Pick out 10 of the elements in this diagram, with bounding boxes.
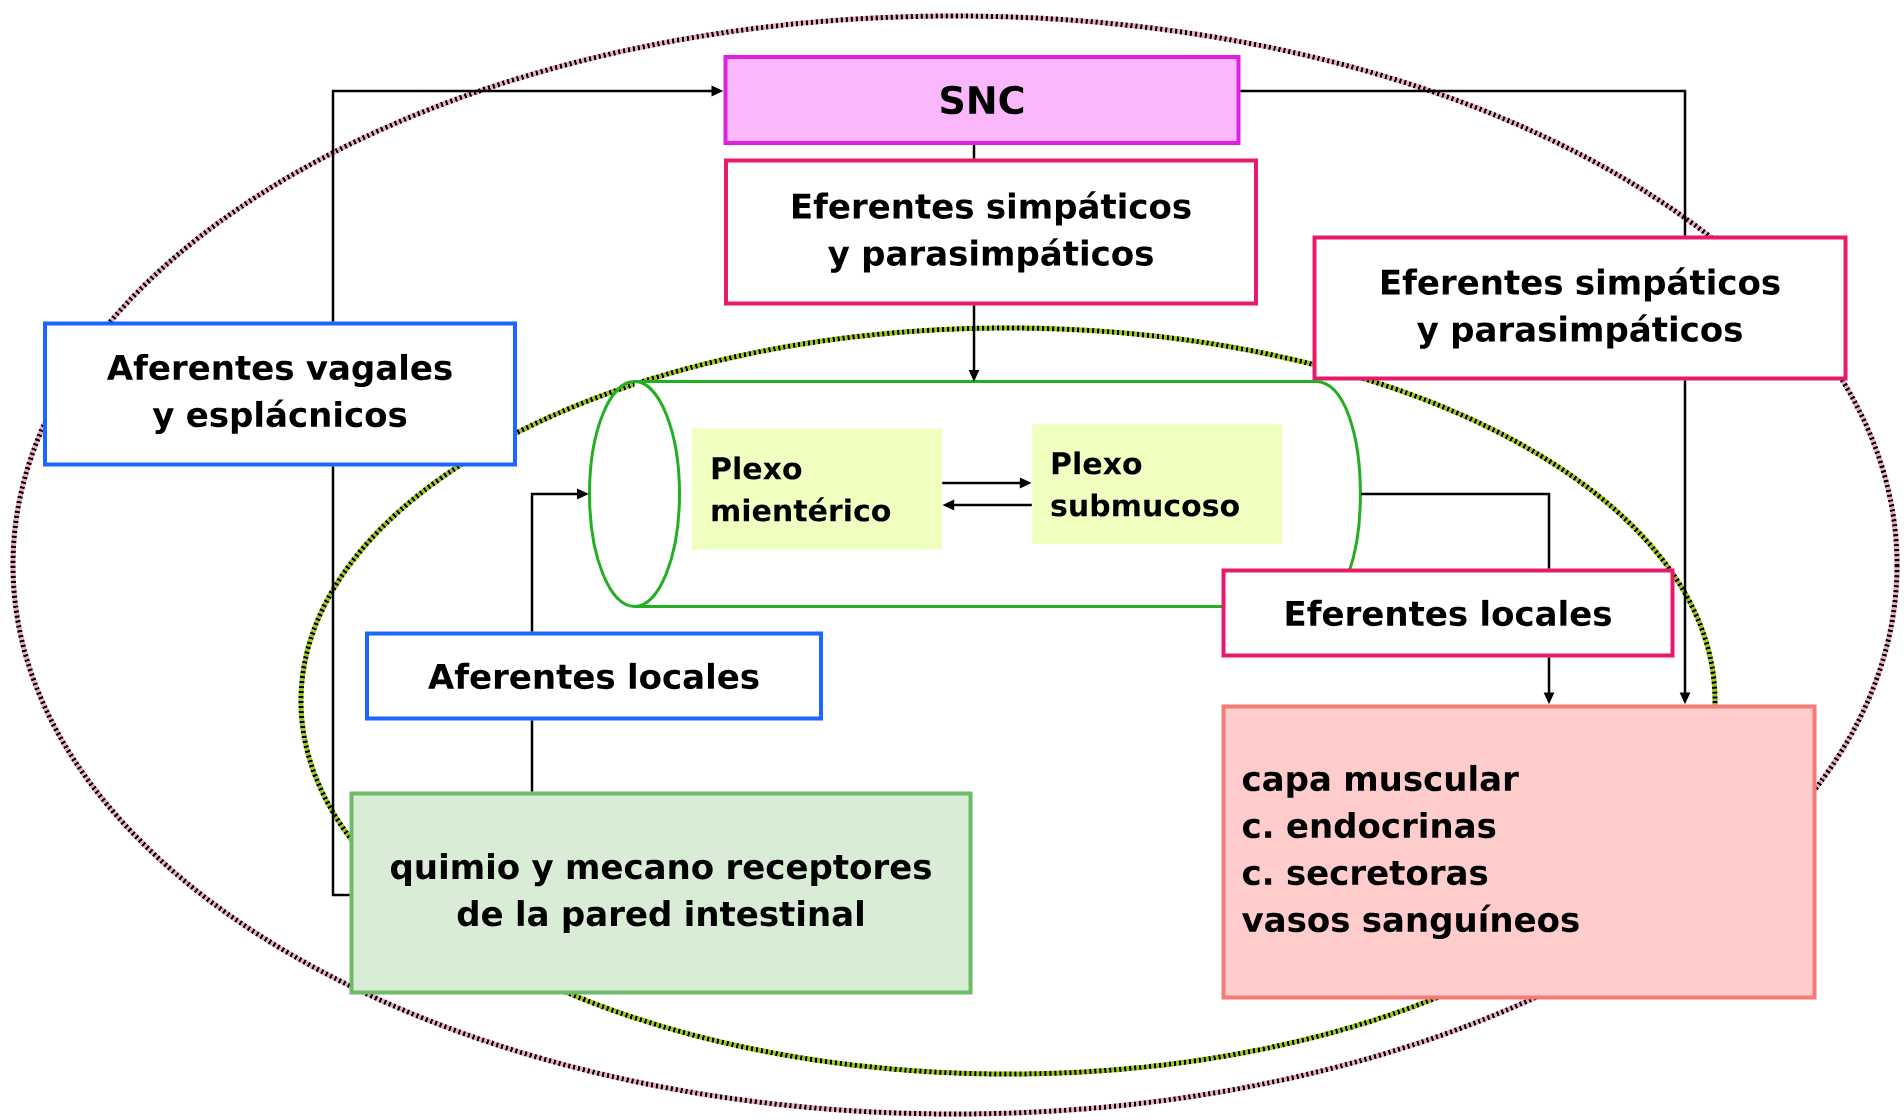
- process-box: Aferentes locales: [365, 631, 823, 721]
- process-box: Aferentes vagales y esplácnicos: [43, 321, 517, 467]
- process-box: Eferentes simpáticos y parasimpáticos: [1312, 235, 1848, 381]
- label-box: Plexo submucoso: [1032, 424, 1282, 544]
- process-box: Eferentes simpáticos y parasimpáticos: [724, 158, 1258, 306]
- title-box: SNC: [723, 55, 1241, 145]
- process-box: Eferentes locales: [1221, 568, 1675, 658]
- label-box: Plexo mientérico: [692, 428, 942, 550]
- process-box: quimio y mecano receptores de la pared intestinal: [349, 791, 973, 995]
- target-box: capa muscular c. endocrinas c. secretoras vasos sanguíneos: [1221, 704, 1817, 1000]
